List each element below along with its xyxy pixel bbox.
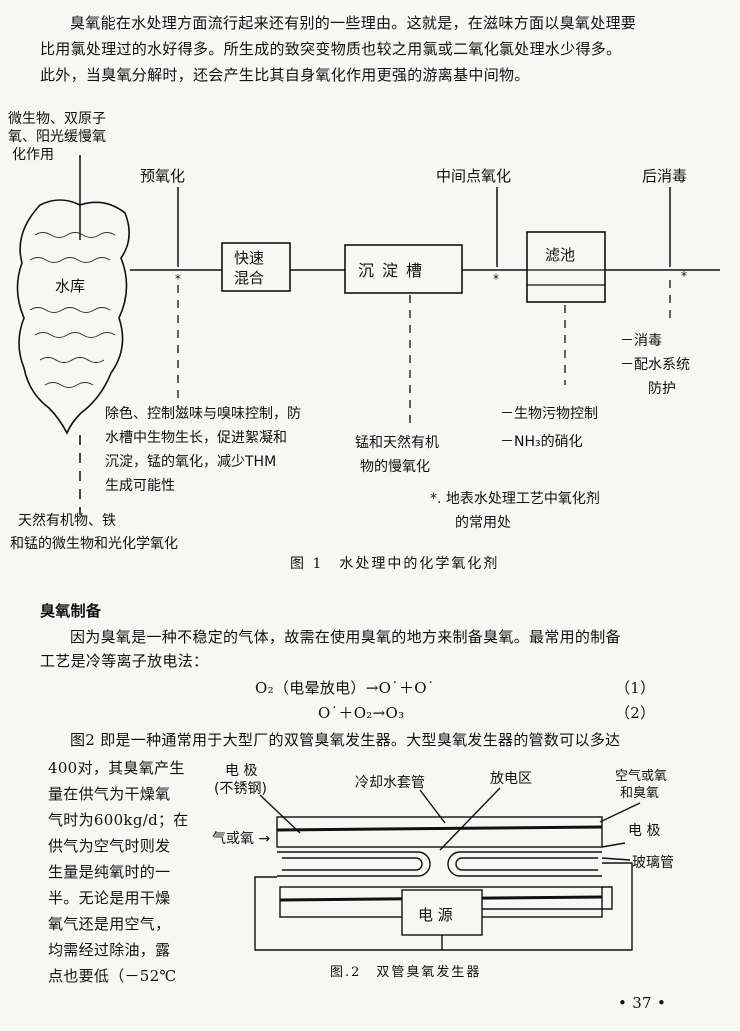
note-line: －配水系统 [620, 357, 690, 373]
note-line: 锰和天然有机 [355, 434, 439, 451]
rapid-mix-box [221, 242, 291, 292]
para2-first-line: 图2 即是一种通常用于大型厂的双管臭氧发生器。大型臭氧发生器的管数可以多达 [70, 731, 621, 749]
rapid-mix-label: 混合 [234, 269, 264, 287]
note-line: －NH₃的硝化 [500, 434, 583, 450]
outlet-label: 空气或氧 [615, 768, 667, 784]
column-line: 量在供气为干燥氧 [48, 785, 171, 803]
pre-oxidation-notes: 除色、控制滋味与嗅味控制，防 水槽中生物生长，促进絮凝和 沉淀，锰的氧化，减少T… [105, 405, 301, 494]
footnote: *. 地表水处理工艺中氧化剂 的常用处 [430, 491, 600, 531]
note-line: 生成可能性 [105, 478, 175, 494]
mid-oxidation-label: 中间点氧化 [436, 167, 511, 185]
equation-2: O˙＋O₂→O₃ [318, 704, 405, 722]
column-line: 气时为600kg/d；在 [48, 811, 189, 829]
note-line: －生物污物控制 [500, 406, 598, 422]
pre-oxidation-label: 预氧化 [140, 167, 185, 185]
note-line: 除色、控制滋味与嗅味控制，防 [105, 405, 301, 422]
section-heading: 臭氧制备 [40, 602, 102, 620]
reservoir-shape [16, 199, 130, 435]
glass-tube-label: 玻璃管 [632, 854, 674, 871]
sedimentation-label: 沉淀槽 [358, 261, 430, 280]
note-line: 和锰的微生物和光化学氧化 [10, 536, 178, 552]
column-line: 供气为空气时则发 [48, 837, 171, 855]
column-line: 400对，其臭氧产生 [48, 759, 185, 777]
intro-line: 臭氧能在水处理方面流行起来还有别的一些理由。这就是，在滋味方面以臭氧处理要 [70, 14, 637, 32]
electrode-left-sub-label: (不锈钢) [214, 781, 267, 797]
sedimentation-box [344, 244, 463, 294]
electrode-right-label: 电 极 [628, 823, 660, 839]
figure-2-caption: 图.2 双管臭氧发生器 [330, 965, 482, 980]
discharge-zone-label: 放电区 [490, 771, 532, 787]
generator-tubes [254, 787, 641, 951]
note-line: －消毒 [620, 333, 662, 349]
post-disinfection-label: 后消毒 [642, 167, 687, 185]
column-line: 均需经过除油，露 [48, 941, 171, 959]
intro-line: 比用氯处理过的水好得多。所生成的致突变物质也较之用氯或二氧化氯处理水少得多。 [40, 40, 622, 58]
figure-1-diagram: 微生物、双原子 氧、阳光缓慢氧 化作用 预氧化 中间点氧化 后消毒 水库 快速 … [8, 111, 720, 552]
reservoir-waves [29, 232, 116, 388]
filter-label: 滤池 [545, 246, 575, 264]
column-line: 氧气还是用空气， [48, 915, 171, 933]
sedimentation-notes: 锰和天然有机 物的慢氧化 [355, 434, 439, 475]
svg-text:*: * [175, 272, 181, 286]
note-line: 的常用处 [455, 515, 511, 531]
filter-box [526, 231, 606, 303]
equation-2-number: （2） [615, 704, 656, 722]
cooling-jacket-label: 冷却水套管 [355, 775, 425, 791]
section-line: 工艺是冷等离子放电法： [40, 652, 209, 670]
note-line: 天然有机物、铁 [18, 512, 116, 529]
column-line: 半。无论是用干燥 [48, 889, 171, 907]
equation-1: O₂（电晕放电）→O˙＋O˙ [255, 679, 435, 697]
column-line: 生量是纯氧时的一 [48, 863, 171, 881]
svg-text:*: * [493, 272, 499, 286]
figure-2-labels: 电 极 (不锈钢) 冷却水套管 放电区 空气或氧 和臭氧 气或氧 → 电 极 玻… [212, 763, 674, 871]
filter-notes: －生物污物控制 －NH₃的硝化 [500, 406, 598, 450]
figure-2-diagram: 电 极 (不锈钢) 冷却水套管 放电区 空气或氧 和臭氧 气或氧 → 电 极 玻… [212, 763, 674, 951]
dashed-leaders [177, 280, 671, 425]
inlet-label: 气或氧 → [212, 831, 270, 847]
note-line: 化作用 [12, 147, 54, 163]
equation-1-number: （1） [615, 679, 656, 697]
electrode-left-label: 电 极 [225, 763, 257, 779]
section-line: 因为臭氧是一种不稳定的气体，故需在使用臭氧的地方来制备臭氧。最常用的制备 [70, 628, 621, 646]
svg-text:*: * [681, 269, 687, 283]
reservoir-label: 水库 [55, 277, 85, 295]
intro-line: 此外，当臭氧分解时，还会产生比其自身氧化作用更强的游离基中间物。 [40, 66, 530, 84]
power-supply-label: 电 源 [418, 906, 453, 924]
rapid-mix-label: 快速 [234, 249, 264, 267]
note-line: 防护 [648, 381, 676, 397]
note-line: *. 地表水处理工艺中氧化剂 [430, 491, 600, 507]
top-left-note: 微生物、双原子 氧、阳光缓慢氧 化作用 [8, 111, 106, 163]
column-line: 点也要低（－52℃ [48, 967, 177, 985]
note-line: 物的慢氧化 [360, 458, 430, 475]
note-line: 氧、阳光缓慢氧 [8, 128, 106, 145]
page-number: • 37 • [618, 994, 667, 1012]
outlet-label: 和臭氧 [620, 786, 659, 801]
post-notes: －消毒 －配水系统 防护 [620, 333, 690, 397]
figure-1-caption: 图 1 水处理中的化学氧化剂 [290, 556, 500, 572]
bottom-left-note: 天然有机物、铁 和锰的微生物和光化学氧化 [10, 512, 178, 552]
note-line: 微生物、双原子 [8, 111, 106, 127]
note-line: 沉淀，锰的氧化，减少THM [105, 454, 276, 470]
note-line: 水槽中生物生长，促进絮凝和 [105, 429, 287, 446]
